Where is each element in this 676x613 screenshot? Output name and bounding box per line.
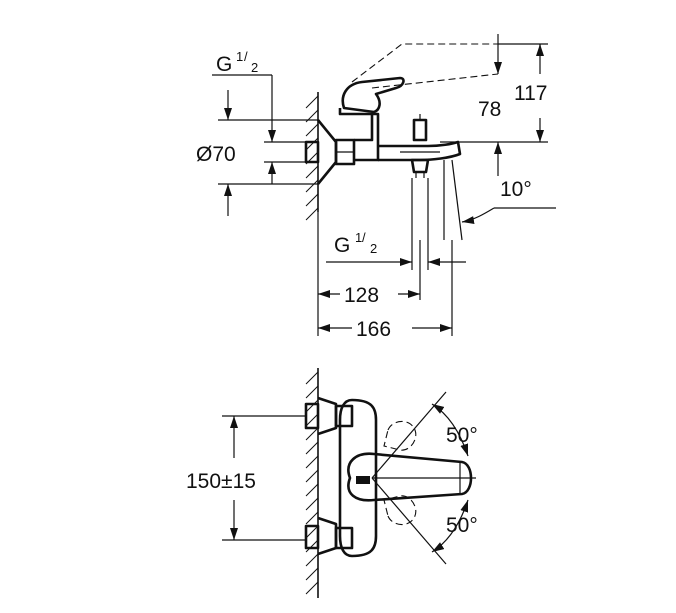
dim-angle-upper: 50° [371,391,478,479]
dim-angle-lower: 50° [371,477,478,565]
svg-text:117: 117 [514,82,547,105]
svg-text:Ø70: Ø70 [196,143,236,166]
wall-top [305,368,319,598]
svg-text:78: 78 [478,98,501,121]
mixer-body-side [304,43,499,185]
svg-text:1: 1 [236,49,243,64]
svg-text:2: 2 [251,60,258,75]
svg-text:/: / [244,49,248,64]
dim-length-128: 128 [317,212,421,336]
dim-thread-bottom: G 1 / 2 [326,178,466,270]
svg-text:G: G [334,234,350,257]
dim-angle: 10° [443,159,556,241]
top-view: 150±15 50° 50° [186,368,478,598]
svg-text:150±15: 150±15 [186,470,256,493]
dim-heights: 78 117 [440,34,548,176]
dim-diameter: Ø70 [196,90,318,216]
mixer-body-top [304,396,473,558]
dim-thread-top: G 1 / 2 [212,49,306,184]
svg-text:50°: 50° [446,514,478,537]
svg-text:50°: 50° [446,424,478,447]
svg-text:166: 166 [356,318,391,341]
dim-length-166: 166 [318,240,453,341]
svg-text:128: 128 [344,284,379,307]
svg-text:G: G [216,53,232,76]
svg-text:2: 2 [370,241,377,256]
svg-text:1: 1 [355,230,362,245]
side-view: G 1 / 2 Ø70 78 117 [196,34,556,341]
svg-text:/: / [362,230,366,245]
wall-side [305,92,319,221]
svg-text:10°: 10° [500,178,532,201]
dim-spacing: 150±15 [186,415,306,541]
